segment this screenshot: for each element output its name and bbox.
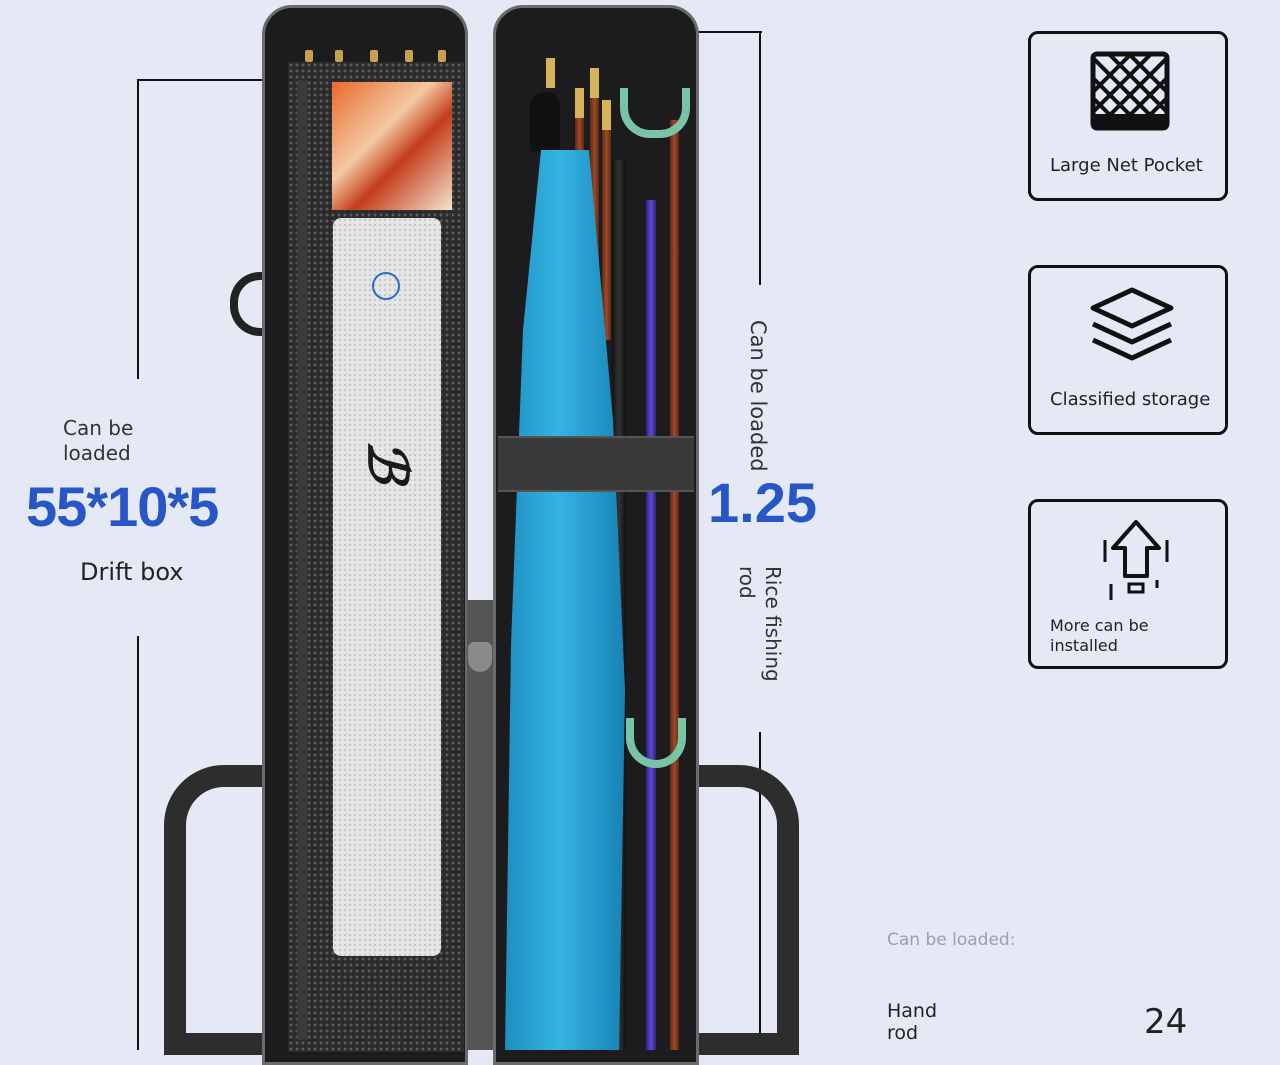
rod-holder-top — [620, 88, 690, 138]
capacity-header: Can be loaded: — [887, 930, 1016, 950]
left-dimensions-value: 55*10*5 — [26, 475, 219, 538]
capacity-item-label: Hand rod — [887, 1000, 938, 1044]
velcro-strap — [498, 436, 694, 492]
drift-box-panel — [333, 218, 441, 956]
zipper-pull — [468, 642, 492, 672]
script-decoration: ℬ — [356, 440, 420, 483]
wood-rod-tip-1 — [575, 88, 584, 118]
left-zipper — [297, 80, 307, 1040]
wood-rod-tip-3 — [602, 100, 611, 130]
float-box-pattern — [332, 82, 452, 210]
center-zipper — [467, 600, 493, 1050]
feature-card-classified-storage: Classified storage — [1028, 265, 1228, 435]
feature-card-more-installed: More can be installed — [1028, 499, 1228, 669]
capacity-item-value: 24 — [1144, 1002, 1188, 1042]
wood-rod-tip-2 — [590, 68, 599, 98]
left-callout-line-bottom — [137, 636, 139, 1050]
right-capacity-value: 1.25 — [708, 471, 817, 534]
left-item-name: Drift box — [80, 558, 184, 586]
feature-label: More can be installed — [1050, 616, 1149, 655]
rod-holder-bottom — [626, 718, 686, 768]
feature-card-net-pocket: Large Net Pocket — [1028, 31, 1228, 201]
purple-rod — [646, 200, 656, 1050]
wood-rod-3 — [602, 130, 611, 340]
right-handle — [699, 765, 799, 1055]
left-handle — [164, 765, 264, 1055]
umbrella-tip — [530, 92, 560, 152]
brand-logo-icon — [372, 272, 400, 300]
feature-label: Classified storage — [1050, 389, 1211, 410]
net-pocket-icon — [1089, 50, 1171, 136]
wood-rod-5 — [670, 120, 679, 1050]
right-callout-line-top — [759, 31, 761, 285]
left-callout-line-top — [137, 79, 139, 379]
right-item-name: Rice fishing rod — [735, 566, 785, 682]
upload-arrow-icon — [1101, 518, 1171, 608]
right-loaded-label: Can be loaded — [746, 320, 770, 472]
wood-rod-tip-4 — [546, 58, 555, 88]
d-ring — [230, 272, 264, 336]
layers-icon — [1089, 286, 1175, 370]
right-callout-line-bottom — [759, 732, 761, 1050]
left-loaded-label: Can be loaded — [63, 416, 134, 465]
feature-label: Large Net Pocket — [1050, 155, 1203, 176]
